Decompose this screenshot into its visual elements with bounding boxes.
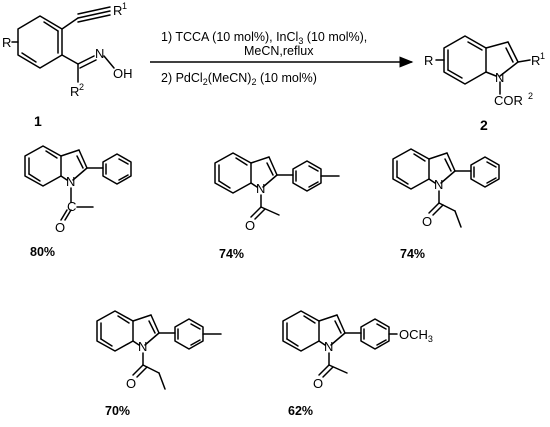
example-3-n-label: N bbox=[434, 177, 443, 192]
example-5-n-label: N bbox=[324, 339, 333, 354]
product-r-label: R bbox=[424, 53, 433, 68]
reactant-oh-label: OH bbox=[113, 66, 133, 81]
example-1-c-label: C bbox=[67, 199, 76, 214]
example-5-o-label: O bbox=[313, 376, 323, 391]
reactant-r2-superscript: 2 bbox=[79, 82, 84, 92]
example-4-structure bbox=[96, 310, 222, 390]
example-1-structure bbox=[24, 145, 132, 221]
product-cor-label: COR bbox=[494, 93, 523, 108]
example-4-o-label: O bbox=[126, 376, 136, 391]
example-1-yield: 80% bbox=[30, 245, 55, 259]
example-3-yield: 74% bbox=[400, 247, 425, 261]
reactant-r1-superscript: 1 bbox=[122, 1, 127, 11]
example-3-structure bbox=[392, 148, 500, 228]
product-number: 2 bbox=[480, 117, 488, 133]
product-r1-superscript: 1 bbox=[540, 51, 545, 61]
reactant-r2-label: R bbox=[70, 84, 79, 99]
example-4-n-label: N bbox=[138, 339, 147, 354]
example-4-yield: 70% bbox=[105, 404, 130, 418]
example-5-methoxy-label: OCH3 bbox=[399, 327, 433, 344]
product-n-label: N bbox=[495, 70, 504, 85]
example-2-structure bbox=[214, 152, 340, 220]
example-5-structure bbox=[282, 310, 398, 378]
product-r1-label: R bbox=[531, 53, 540, 68]
product-2-structure bbox=[435, 35, 531, 95]
reactant-r1-label: R bbox=[113, 3, 122, 18]
reactant-1-structure bbox=[11, 6, 115, 83]
condition-step-2: 2) PdCl2(MeCN)2 (10 mol%) bbox=[161, 71, 317, 87]
example-2-yield: 74% bbox=[219, 247, 244, 261]
example-1-o-label: O bbox=[55, 220, 65, 235]
example-2-o-label: O bbox=[245, 218, 255, 233]
reactant-number: 1 bbox=[34, 113, 42, 129]
product-cor-superscript: 2 bbox=[528, 91, 533, 101]
reactant-n-label: N bbox=[95, 46, 104, 61]
reactant-r-label: R bbox=[2, 35, 11, 50]
example-1-n-label: N bbox=[66, 174, 75, 189]
example-5-yield: 62% bbox=[288, 404, 313, 418]
condition-step-1-solvent: MeCN,reflux bbox=[244, 44, 314, 58]
example-2-n-label: N bbox=[256, 181, 265, 196]
example-3-o-label: O bbox=[422, 214, 432, 229]
condition-step-1: 1) TCCA (10 mol%), InCl3 (10 mol%), bbox=[161, 30, 367, 46]
